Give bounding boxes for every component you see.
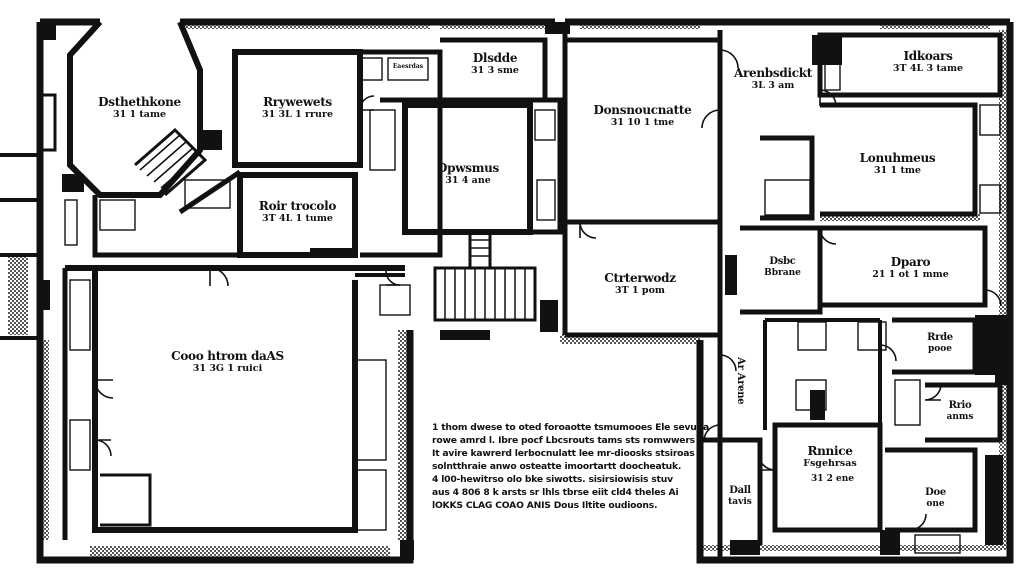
room-dimensions: one [926, 498, 945, 509]
room-dimensions: 3L 3 am [751, 79, 795, 91]
room-dimensions: 31 2 ene [810, 474, 855, 484]
fixtures [64, 39, 1001, 554]
room-dimensions: Bbrane [764, 267, 801, 278]
room-dimensions: 31 1 tame [112, 108, 167, 120]
note-line: 1 thom dwese to oted foroaotte tsmumooes… [432, 422, 709, 433]
room-dimensions: 3T 4L 1 tume [262, 212, 333, 224]
room-label: Lonuhmeus 31 1 tme [845, 151, 950, 177]
door-swings [94, 49, 1002, 531]
note-line: 4 l00-hewitrso olo bke siwotts. sisirsio… [432, 474, 673, 485]
note-line: aus 4 806 8 k arsts sr lhls tbrse eiit c… [432, 487, 679, 498]
room-label: Rnnice Fsgehrsas [790, 444, 870, 470]
room-label: Idkoars 3T 4L 3 tame [878, 49, 978, 75]
room-label: 31 2 ene [800, 474, 865, 484]
room-label: Rrio anms [935, 400, 985, 422]
room-dimensions: 21 1 ot 1 mme [872, 268, 949, 280]
room-name: Roir trocolo [258, 199, 337, 213]
room-dimensions: Fsgehrsas [803, 457, 857, 469]
room-name: Dpwsmus [437, 161, 499, 175]
room-dimensions: pooe [927, 343, 953, 354]
room-dimensions: 3T 4L 3 tame [892, 62, 964, 74]
room-name: Ctrterwodz [604, 271, 676, 285]
room-label-vertical: Ar Arene [734, 341, 746, 421]
room-label: Cooo htrom daAS 31 3G 1 ruici [165, 349, 290, 375]
room-label: Dpwsmus 31 4 ane [422, 161, 514, 187]
room-name: Rnnice [807, 444, 853, 458]
room-name: Dall [729, 485, 751, 496]
note-line: solntthraie anwo osteatte imoortartt doo… [432, 461, 682, 472]
room-dimensions: 3T 1 pom [615, 284, 665, 296]
room-name: Cooo htrom daAS [171, 349, 284, 363]
room-name: Arenbsdickt [734, 66, 812, 80]
note-line: It avire kawrerd lerbocnulatt lee mr-dio… [432, 448, 695, 459]
room-label: Ctrterwodz 3T 1 pom [595, 271, 685, 297]
room-label: Doe one [908, 487, 963, 509]
room-label: Arenbsdickt 3L 3 am [728, 66, 818, 92]
room-name: Lonuhmeus [859, 151, 936, 165]
room-dimensions: 31 10 1 tme [610, 116, 675, 128]
room-name: Doe [925, 487, 946, 498]
room-label: Donsnoucnatte 31 10 1 tme [580, 103, 705, 129]
wall-blocks [40, 22, 1011, 560]
room-label: Rrywewets 31 3L 1 rrure [245, 95, 350, 121]
room-dimensions: Eaesrdas [392, 63, 424, 70]
room-label: Roir trocolo 3T 4L 1 tume [250, 199, 345, 225]
note-line: rowe amrd l. Ibre pocf Lbcsrouts tams st… [432, 435, 695, 446]
room-name: Dparo [890, 255, 931, 269]
room-dimensions: 31 1 tme [874, 164, 921, 176]
room-label: Dall tavis [715, 485, 765, 507]
general-notes: 1 thom dwese to oted foroaotte tsmumooes… [432, 421, 709, 512]
room-label: Dsthethkone 31 1 tame [92, 95, 187, 121]
room-label: Dlsdde 31 3 sme [460, 51, 530, 77]
room-name: Dsbc [769, 256, 796, 267]
walls [0, 18, 1014, 564]
room-dimensions: 31 3L 1 rrure [261, 108, 333, 120]
room-label: Eaesrdas [388, 63, 428, 71]
room-label: Rrde pooe [915, 332, 965, 354]
room-name: Rrio [948, 400, 972, 411]
room-dimensions: 31 3G 1 ruici [192, 362, 263, 374]
room-name: Dsthethkone [98, 95, 181, 109]
room-dimensions: anms [946, 411, 974, 422]
room-name: Rrde [927, 332, 953, 343]
room-name: Donsnoucnatte [593, 103, 692, 117]
room-dimensions: tavis [728, 496, 752, 507]
room-label: Dparo 21 1 ot 1 mme [858, 255, 963, 281]
room-dimensions: 31 4 ane [445, 174, 491, 186]
room-dimensions: 31 3 sme [471, 64, 519, 76]
room-name: Dlsdde [472, 51, 518, 65]
note-line: lOKKS CLAG COAO ANIS Dous Iltite oudioon… [432, 500, 658, 511]
room-label: Dsbc Bbrane [755, 256, 810, 278]
room-name: Ar Arene [734, 357, 746, 405]
room-name: Idkoars [903, 49, 953, 63]
room-name: Rrywewets [263, 95, 332, 109]
